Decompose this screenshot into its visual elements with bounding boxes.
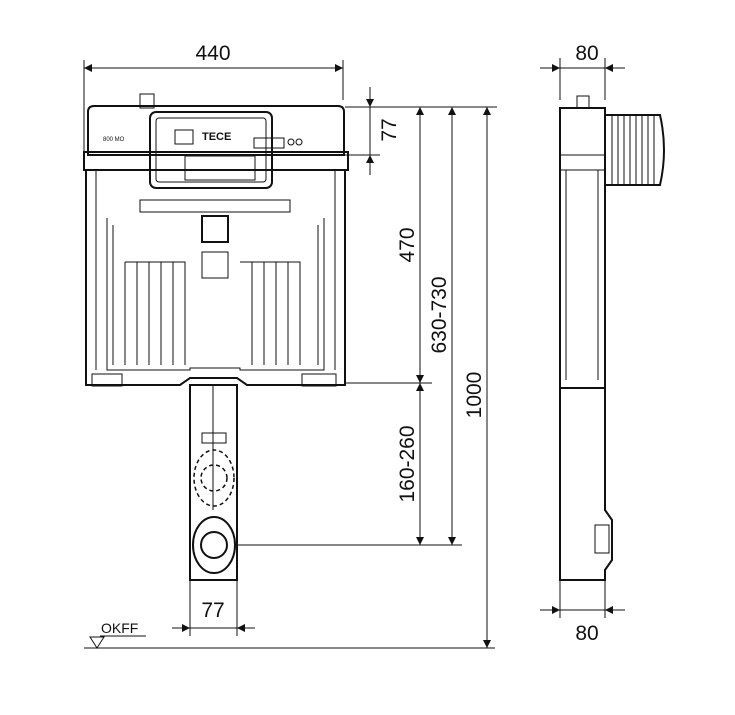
model-label: 800 MO	[103, 137, 125, 143]
tank-height-label: 470	[396, 227, 419, 262]
pipe-width-dimension: 77	[172, 580, 255, 636]
outlet-height-label: 160-260	[396, 425, 419, 502]
floor-level: OKFF	[84, 620, 495, 649]
top-cap-height-label: 77	[378, 118, 401, 141]
flush-cistern-top: TECE 800 MO	[83, 93, 349, 189]
floor-label: OKFF	[101, 620, 138, 636]
side-bottom-depth-label: 80	[575, 622, 598, 645]
side-view: 80 80	[540, 42, 665, 645]
vertical-dimensions: 77 470 160-260 630-730 1000	[237, 87, 497, 648]
front-view: 440 TECE 800 MO	[83, 42, 497, 649]
total-height-label: 1000	[463, 372, 486, 419]
drain-pipe	[189, 384, 238, 581]
side-fins	[605, 114, 665, 186]
frame-body	[85, 170, 346, 387]
tece-logo: TECE	[202, 131, 231, 143]
side-top-depth-label: 80	[575, 42, 598, 65]
actuation-height-label: 630-730	[428, 276, 451, 353]
width-dimension-label: 440	[195, 42, 230, 65]
width-dimension: 440	[83, 42, 344, 155]
pipe-width-label: 77	[201, 599, 224, 622]
